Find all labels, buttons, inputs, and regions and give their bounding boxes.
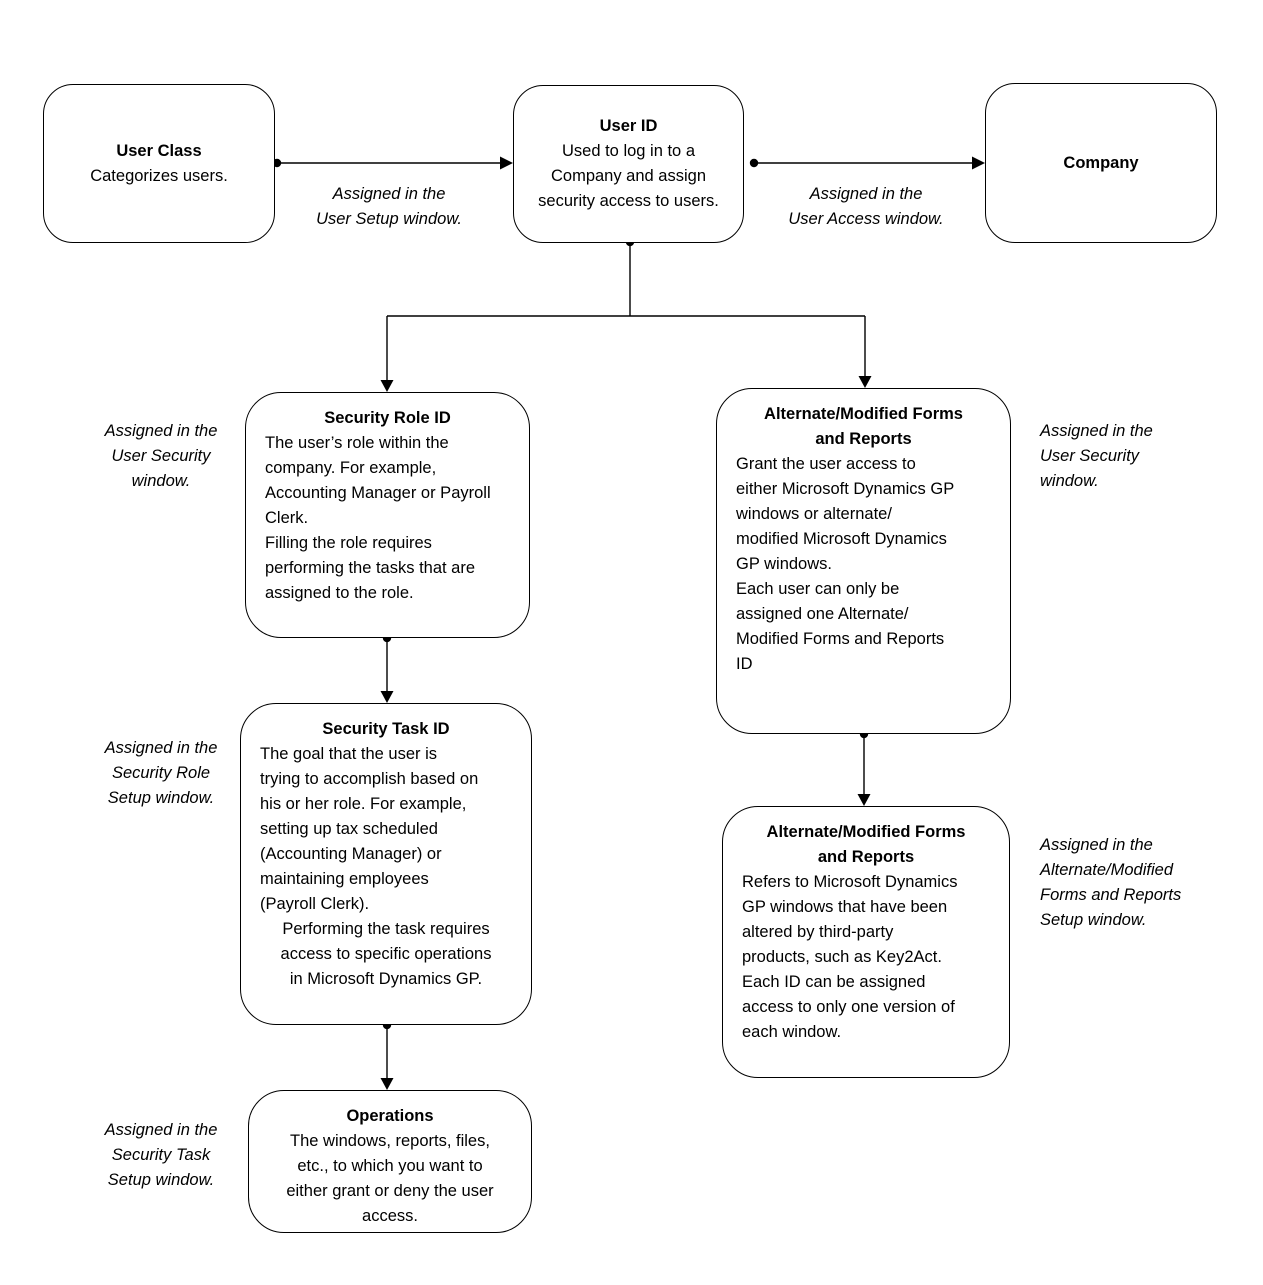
arrowhead-down <box>857 794 871 806</box>
edge-label-security-task-setup-window: Assigned in the Security Task Setup wind… <box>104 1121 218 1189</box>
node-alt-modified-forms-user: Alternate/Modified Forms and Reports Gra… <box>716 388 1011 734</box>
node-alt-forms-user-title: Alternate/Modified Forms and Reports <box>764 405 963 448</box>
arrowhead-right <box>972 156 985 170</box>
node-alt-forms-user-paragraph: Each user can only be assigned one Alter… <box>736 580 945 673</box>
node-security-role-title: Security Role ID <box>324 409 451 427</box>
node-operations-title: Operations <box>346 1107 434 1125</box>
node-security-task-paragraph: Performing the task requires access to s… <box>280 920 492 988</box>
arrowhead-down <box>380 691 394 703</box>
node-alt-forms-setup-paragraph: Refers to Microsoft Dynamics GP windows … <box>742 873 958 966</box>
node-alt-forms-user-paragraph: Grant the user access to either Microsof… <box>736 455 955 573</box>
node-company-title: Company <box>1063 153 1139 172</box>
arrowhead-down <box>380 380 394 392</box>
node-operations: Operations The windows, reports, files, … <box>248 1090 532 1233</box>
node-company: Company <box>985 83 1217 243</box>
edge-label-user-security-window-left: Assigned in the User Security window. <box>104 422 218 490</box>
node-security-task-title: Security Task ID <box>322 720 450 738</box>
node-alt-forms-setup-title: Alternate/Modified Forms and Reports <box>766 823 966 866</box>
arrowhead-down <box>380 1078 394 1090</box>
node-user-class-title: User Class <box>116 141 202 160</box>
node-security-role-paragraph: The user’s role within the company. For … <box>265 434 491 527</box>
edge-label-user-security-window-right: Assigned in the User Security window. <box>1040 422 1153 490</box>
node-security-role-id: Security Role ID The user’s role within … <box>245 392 530 638</box>
node-security-task-id: Security Task ID The goal that the user … <box>240 703 532 1025</box>
node-user-id-body: Used to log in to a Company and assign s… <box>538 142 719 210</box>
node-security-task-paragraph: The goal that the user is trying to acco… <box>260 745 479 913</box>
edge-label-security-role-setup-window: Assigned in the Security Role Setup wind… <box>104 739 218 807</box>
junction-dot <box>749 158 759 168</box>
node-user-id-title: User ID <box>599 117 658 135</box>
node-user-id: User ID Used to log in to a Company and … <box>513 85 744 243</box>
node-alt-modified-forms-setup: Alternate/Modified Forms and Reports Ref… <box>722 806 1010 1078</box>
arrowhead-right <box>500 156 513 170</box>
node-alt-forms-setup-paragraph: Each ID can be assigned access to only o… <box>742 973 955 1041</box>
node-operations-body: The windows, reports, files, etc., to wh… <box>286 1132 494 1225</box>
edge-label-user-access-window: Assigned in the User Access window. <box>788 185 944 228</box>
node-security-role-paragraph: Filling the role requires performing the… <box>265 534 476 602</box>
edge-label-user-setup-window: Assigned in the User Setup window. <box>316 185 462 228</box>
node-user-class-body: Categorizes users. <box>90 166 228 185</box>
node-user-class: User Class Categorizes users. <box>43 84 275 243</box>
arrowhead-down <box>858 376 872 388</box>
edge-label-alt-forms-reports-setup-window: Assigned in the Alternate/Modified Forms… <box>1040 836 1182 929</box>
